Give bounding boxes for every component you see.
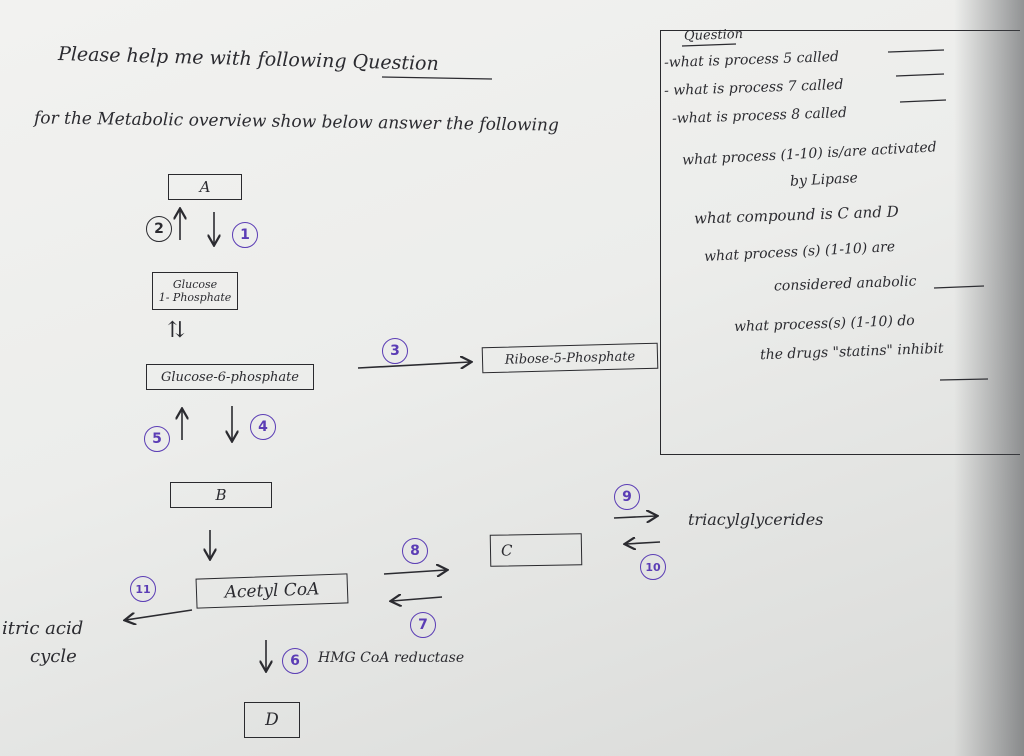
- question-title: Question: [683, 26, 744, 45]
- node-g1p-line2: 1- Phosphate: [158, 291, 232, 304]
- node-acetyl-coa: Acetyl CoA: [195, 573, 349, 609]
- label-citric-acid-line2: cycle: [30, 646, 77, 667]
- step-3: 3: [382, 338, 408, 364]
- node-a: A: [168, 174, 242, 200]
- node-d: D: [244, 702, 300, 738]
- step-7: 7: [410, 612, 436, 638]
- step-9: 9: [614, 484, 640, 510]
- label-citric-acid-line1: itric acid: [2, 618, 84, 639]
- arrow-9: [613, 516, 656, 518]
- arrow-10: [626, 542, 661, 544]
- step-10: 10: [640, 554, 666, 580]
- arrow-7: [392, 597, 443, 601]
- step-5: 5: [144, 426, 170, 452]
- step-2: 2: [146, 216, 172, 242]
- label-hmg-coa-reductase: HMG CoA reductase: [318, 650, 465, 666]
- label-triacylglycerides: triacylglycerides: [688, 510, 824, 529]
- node-b: B: [170, 482, 272, 508]
- node-ribose-5-phosphate: Ribose-5-Phosphate: [481, 342, 659, 374]
- step-1: 1: [232, 222, 258, 248]
- node-g1p-line1: Glucose: [172, 278, 218, 291]
- question-panel: [660, 30, 1020, 455]
- node-glucose-6-phosphate: Glucose-6-phosphate: [146, 364, 314, 390]
- step-4: 4: [250, 414, 276, 440]
- arrow-11: [126, 609, 193, 620]
- step-11: 11: [130, 576, 156, 602]
- arrow-8: [383, 570, 446, 574]
- reversible-arrows: ⇅: [167, 318, 186, 343]
- arrow-3: [357, 362, 470, 368]
- node-c: C: [489, 533, 583, 567]
- step-6: 6: [282, 648, 308, 674]
- page-edge-shadow: [954, 0, 1024, 756]
- node-glucose-1-phosphate: Glucose 1- Phosphate: [152, 272, 238, 310]
- step-8: 8: [402, 538, 428, 564]
